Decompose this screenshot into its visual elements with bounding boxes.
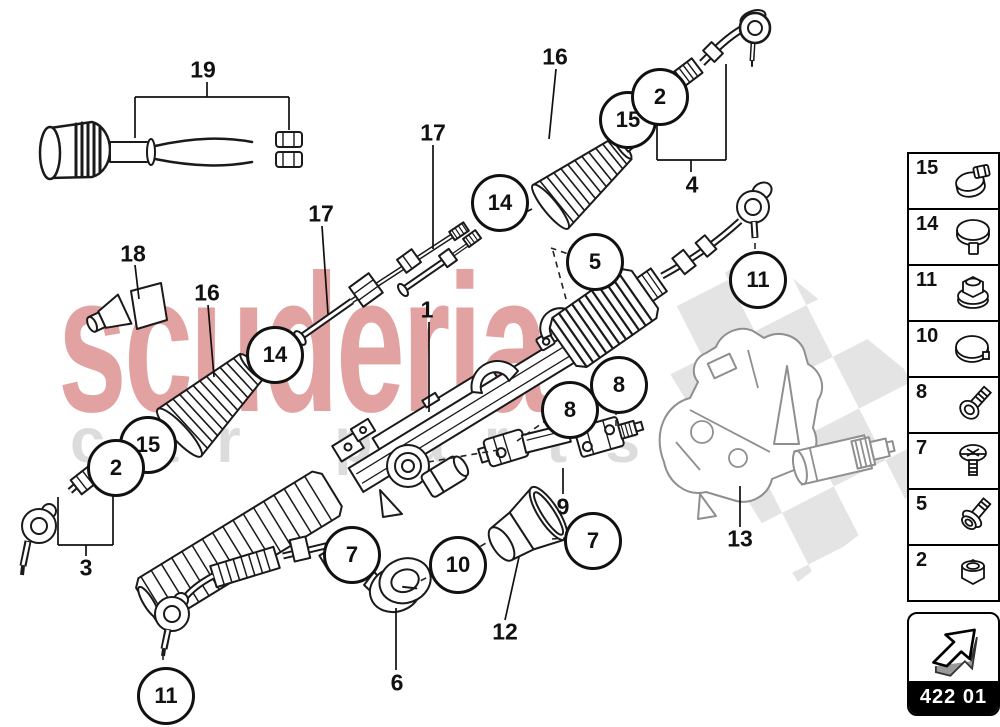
hardware-legend-table: 15 14 11 10 8 (907, 152, 1000, 602)
legend-number: 7 (916, 437, 928, 459)
part-17-inner-rod-lower (293, 221, 470, 346)
callout-circle: 2 (631, 68, 689, 126)
callout-circle: 8 (590, 356, 648, 414)
legend-row-2: 2 (909, 546, 998, 600)
legend-number: 11 (916, 269, 938, 291)
part-number-label: 12 (492, 618, 518, 645)
part-number-label: 16 (542, 43, 568, 70)
washer-bolt-icon (961, 497, 992, 530)
legend-row-14: 14 (909, 210, 998, 266)
part-number-label: 1 (420, 296, 434, 323)
legend-number: 14 (916, 213, 939, 235)
callout-circle: 14 (246, 326, 304, 384)
callout-circle: 7 (564, 512, 622, 570)
part-number-label: 18 (120, 240, 146, 267)
legend-number: 10 (916, 325, 939, 347)
callout-circle: 7 (323, 526, 381, 584)
callout-circle: 11 (137, 667, 195, 725)
legend-row-15: 15 (909, 154, 998, 210)
legend-number: 2 (916, 549, 928, 571)
page-code: 422 01 (909, 681, 998, 714)
callout-circle: 8 (541, 381, 599, 439)
legend-number: 15 (916, 157, 939, 179)
legend-row-10: 10 (909, 322, 998, 378)
rack-arch-bracket (470, 360, 519, 394)
part-number-label: 9 (556, 493, 570, 520)
callout-circle: 11 (729, 251, 787, 309)
legend-row-7: 7 (909, 434, 998, 490)
part-number-label: 6 (390, 669, 404, 696)
hex-bolt-icon (959, 385, 993, 420)
legend-number: 8 (916, 381, 928, 403)
part-number-label: 4 (685, 171, 699, 198)
part-number-label: 17 (308, 200, 334, 227)
part-6-bushing (363, 557, 432, 614)
part-12-funnel-boot (487, 485, 569, 562)
callout-circle: 2 (87, 439, 145, 497)
legend-row-8: 8 (909, 378, 998, 434)
part-number-label: 17 (420, 119, 446, 146)
part-number-label: 19 (190, 56, 216, 83)
callout-circle: 14 (471, 174, 529, 232)
page-code-tile: 422 01 (907, 612, 1000, 716)
band-clamp-icon (956, 219, 990, 255)
part-1-steering-rack (135, 267, 668, 624)
clamp-ring-icon (955, 335, 990, 363)
legend-row-11: 11 (909, 266, 998, 322)
flange-nut-icon (957, 275, 989, 309)
part-number-label: 16 (194, 279, 220, 306)
hose-clamp-icon (955, 164, 991, 198)
legend-number: 5 (916, 493, 928, 515)
leader-lines (57, 64, 741, 670)
dashed-reference-lines (162, 243, 756, 664)
pan-screw-icon (959, 444, 987, 476)
part-17-inner-rod-upper (397, 229, 483, 298)
lock-nut-icon (961, 558, 985, 586)
part-18-grease (86, 282, 168, 333)
tie-rod-right (660, 181, 773, 280)
legend-row-5: 5 (909, 490, 998, 546)
back-arrow-icon (909, 614, 998, 681)
part-13-column-assembly (658, 327, 896, 520)
callout-circle: 10 (429, 536, 487, 594)
callout-circle: 5 (566, 233, 624, 291)
part-number-label: 13 (727, 525, 753, 552)
part-number-label: 3 (79, 554, 93, 581)
part-19-boot-kit (38, 120, 303, 181)
